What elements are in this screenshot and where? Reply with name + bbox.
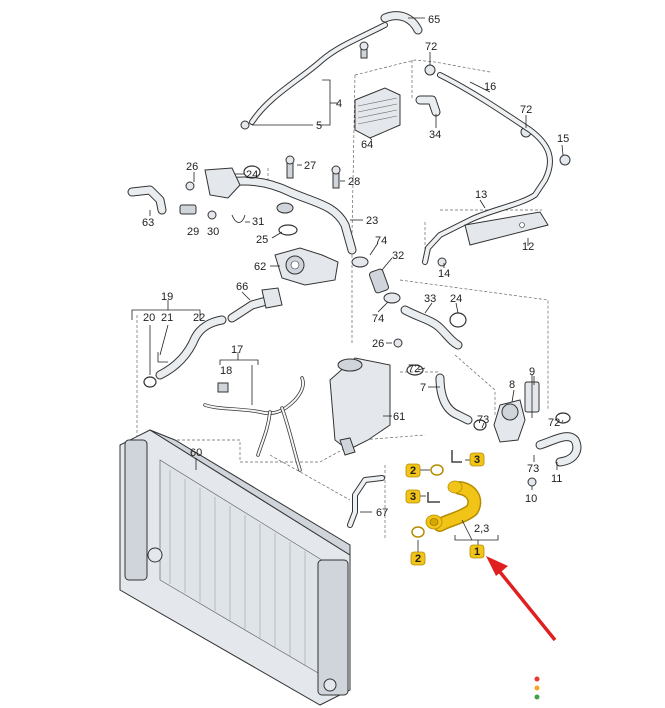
o-ring (406, 364, 424, 376)
callout-32: 32 (392, 250, 404, 262)
callout-7: 7 (420, 382, 426, 394)
status-dot-green (534, 694, 540, 700)
coolant-hose-upper (400, 305, 467, 350)
callout-9: 9 (529, 366, 535, 378)
callout-33: 33 (424, 293, 436, 305)
callout-72: 72 (425, 41, 437, 53)
wiring-harness (203, 376, 305, 472)
part-callouts: 65 72 16 72 15 4 5 64 34 26 24 27 28 63 … (142, 14, 569, 519)
water-pump (274, 247, 339, 286)
callout-19: 19 (161, 291, 173, 303)
callout-24: 24 (450, 293, 462, 305)
leader-lines (131, 17, 564, 552)
callout-3-clip-bottom: 3 (410, 491, 416, 503)
breather-pipe (240, 11, 423, 130)
callout-72: 72 (520, 104, 532, 116)
callout-4: 4 (336, 98, 342, 110)
callout-65: 65 (428, 14, 440, 26)
callout-2-oring-top: 2 (410, 465, 416, 477)
coolant-return-pipe (422, 72, 553, 265)
callout-26: 26 (186, 161, 198, 173)
coolant-hose-7 (435, 373, 473, 425)
callout-15: 15 (557, 133, 569, 145)
callout-31: 31 (252, 216, 264, 228)
callout-74: 74 (375, 235, 387, 247)
callout-18: 18 (220, 365, 232, 377)
highlighted-callouts: 2 3 3 2 1 2,3 (405, 452, 489, 566)
callout-11: 11 (551, 473, 562, 485)
radiator (119, 429, 351, 706)
status-dot-red (534, 676, 540, 682)
callout-22: 22 (193, 312, 205, 324)
flange-connector (227, 287, 283, 323)
mounting-bracket (464, 211, 549, 246)
callout-73: 73 (477, 414, 489, 426)
callout-63: 63 (142, 217, 154, 229)
callout-34: 34 (429, 129, 441, 141)
callout-13: 13 (475, 189, 487, 201)
coolant-pipe-housing (204, 167, 357, 255)
callout-24: 24 (246, 169, 258, 181)
callout-60: 60 (190, 447, 202, 459)
callout-5: 5 (316, 120, 322, 132)
bolt (393, 338, 403, 348)
callout-72: 72 (548, 417, 560, 429)
expansion-tank (329, 357, 391, 456)
callout-28: 28 (348, 176, 360, 188)
callout-2-3-group: 2,3 (474, 523, 489, 535)
red-arrow-indicator (486, 556, 557, 642)
callout-64: 64 (361, 139, 373, 151)
coolant-hose-left (143, 315, 227, 388)
callout-72: 72 (408, 363, 420, 375)
bolt (437, 257, 447, 267)
callout-1-hose: 1 (474, 546, 480, 558)
highlighted-seals-and-clips (411, 450, 462, 538)
status-dots (534, 676, 540, 700)
callout-23: 23 (366, 215, 378, 227)
callout-21: 21 (161, 312, 173, 324)
oil-cooler (354, 87, 401, 139)
heater-hose (127, 185, 167, 215)
callout-25: 25 (256, 234, 268, 246)
coolant-hose-11 (473, 412, 582, 487)
callout-27: 27 (304, 160, 316, 172)
callout-3-clip-top: 3 (474, 454, 480, 466)
callout-73: 73 (527, 463, 539, 475)
callout-29: 29 (187, 226, 199, 238)
callout-61: 61 (393, 411, 405, 423)
status-dot-amber (534, 685, 540, 691)
pipe-connector (415, 95, 441, 117)
callout-26: 26 (372, 338, 384, 350)
thermostat-housing-right (493, 375, 540, 443)
callout-30: 30 (207, 226, 219, 238)
callout-66: 66 (236, 281, 248, 293)
callout-8: 8 (509, 379, 515, 391)
callout-2-oring-bottom: 2 (415, 553, 421, 565)
callout-20: 20 (143, 312, 155, 324)
hose-connectors (351, 256, 401, 304)
callout-14: 14 (438, 268, 450, 280)
small-fittings (179, 155, 341, 236)
callout-62: 62 (254, 261, 266, 273)
highlighted-coolant-hose (425, 480, 482, 532)
callout-16: 16 (484, 81, 496, 93)
callout-10: 10 (525, 493, 537, 505)
bleed-pipe (347, 475, 385, 528)
callout-74: 74 (372, 313, 384, 325)
callout-17: 17 (231, 344, 243, 356)
callout-67: 67 (376, 507, 388, 519)
callout-12: 12 (522, 241, 534, 253)
